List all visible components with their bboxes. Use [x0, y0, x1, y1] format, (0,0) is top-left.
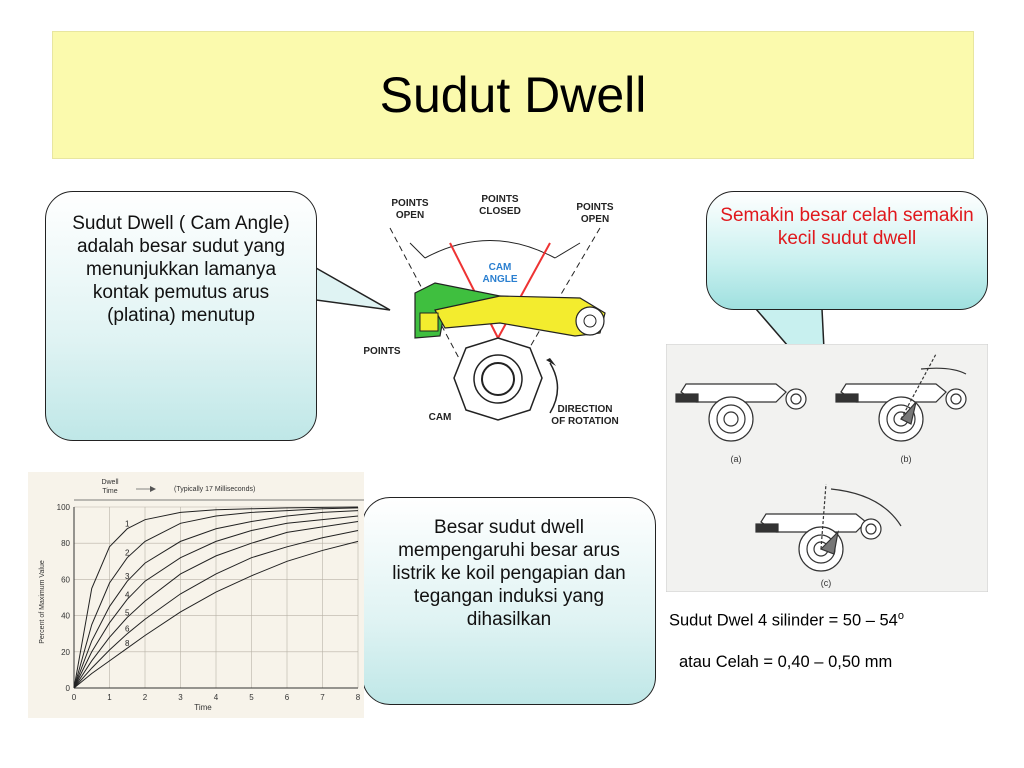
series-label-3: 3	[125, 572, 130, 581]
dwell-header-l2: Time	[102, 488, 117, 495]
points-open-right-l1: POINTS	[576, 202, 614, 213]
figure-c	[755, 483, 902, 572]
x-tick-7: 7	[320, 693, 325, 702]
series-label-6: 6	[125, 625, 130, 634]
y-tick-4: 80	[61, 539, 70, 548]
figure-a-label: (a)	[731, 454, 742, 464]
x-tick-1: 1	[107, 693, 112, 702]
series-label-4: 4	[125, 590, 130, 599]
figure-c-label: (c)	[821, 578, 832, 588]
chart-grid	[73, 506, 359, 689]
series-label-8: 8	[125, 639, 130, 648]
direction-arrow	[549, 362, 559, 414]
dwell-arrowhead	[150, 486, 156, 492]
gap-callout: Semakin besar celah semakin kecil sudut …	[706, 191, 988, 310]
direction-arrowhead	[546, 358, 556, 366]
x-tick-5: 5	[249, 693, 254, 702]
x-tick-4: 4	[214, 693, 219, 702]
points-closed-l1: POINTS	[481, 194, 519, 205]
slide-title: Sudut Dwell	[379, 67, 647, 123]
direction-l1: DIRECTION	[558, 404, 613, 415]
effect-callout: Besar sudut dwell mempengaruhi besar aru…	[362, 497, 656, 705]
chart-lines: 1 2 3 4 5 6 8	[73, 506, 359, 689]
points-label: POINTS	[363, 346, 401, 357]
points-closed-l2: CLOSED	[479, 206, 521, 217]
points-open-left-l1: POINTS	[391, 198, 429, 209]
breaker-arm-yellow	[434, 295, 606, 337]
series-line-3	[73, 510, 359, 689]
series-line-2	[73, 507, 359, 689]
x-tick-2: 2	[143, 693, 148, 702]
x-tick-8: 8	[356, 693, 361, 702]
x-tick-6: 6	[285, 693, 290, 702]
figure-b-label: (b)	[901, 454, 912, 464]
degree-superscript: o	[897, 610, 904, 622]
y-tick-1: 20	[61, 648, 70, 657]
dwell-header-l1: Dwell	[101, 479, 119, 486]
series-line-5	[73, 520, 359, 689]
points-open-left-l2: OPEN	[396, 210, 424, 221]
figure-a	[675, 383, 807, 442]
spec-dwell-text: Sudut Dwel 4 silinder = 50 – 54	[669, 611, 898, 630]
definition-callout: Sudut Dwell ( Cam Angle) adalah besar su…	[45, 191, 317, 441]
points-open-right-l2: OPEN	[581, 214, 609, 225]
cam-angle-l1: CAM	[489, 262, 512, 273]
series-label-1: 1	[125, 520, 130, 529]
figure-b	[835, 353, 967, 442]
y-tick-2: 40	[61, 612, 70, 621]
cam-angle-l2: ANGLE	[483, 274, 518, 285]
series-label-2: 2	[125, 549, 130, 558]
x-tick-3: 3	[178, 693, 183, 702]
cam-label: CAM	[429, 412, 452, 423]
x-axis-label: Time	[194, 703, 212, 712]
y-axis-label: Percent of Maximum Value	[39, 560, 46, 644]
gap-figures: (a) (b) (c)	[666, 344, 988, 592]
series-line-4	[73, 515, 359, 689]
spec-gap: atau Celah = 0,40 – 0,50 mm	[679, 653, 893, 671]
y-tick-0: 0	[66, 684, 71, 693]
pivot-inner	[583, 314, 597, 328]
typical-header: (Typically 17 Milliseconds)	[174, 486, 255, 493]
cam-angle-diagram: POINTS OPEN POINTS CLOSED POINTS OPEN CA…	[363, 194, 618, 427]
x-tick-0: 0	[72, 693, 77, 702]
cam-shaft-inner	[481, 362, 515, 396]
series-line-1	[73, 506, 359, 689]
series-line-8	[73, 540, 359, 689]
direction-l2: OF ROTATION	[551, 416, 618, 427]
title-band: Sudut Dwell	[52, 31, 974, 159]
y-tick-3: 60	[61, 575, 70, 584]
series-label-5: 5	[125, 608, 130, 617]
angle-arcs	[409, 240, 581, 259]
series-line-6	[73, 530, 359, 689]
y-tick-5: 100	[57, 503, 71, 512]
spec-dwell-angle: Sudut Dwel 4 silinder = 50 – 54o	[669, 610, 904, 631]
contact-points	[419, 312, 439, 332]
